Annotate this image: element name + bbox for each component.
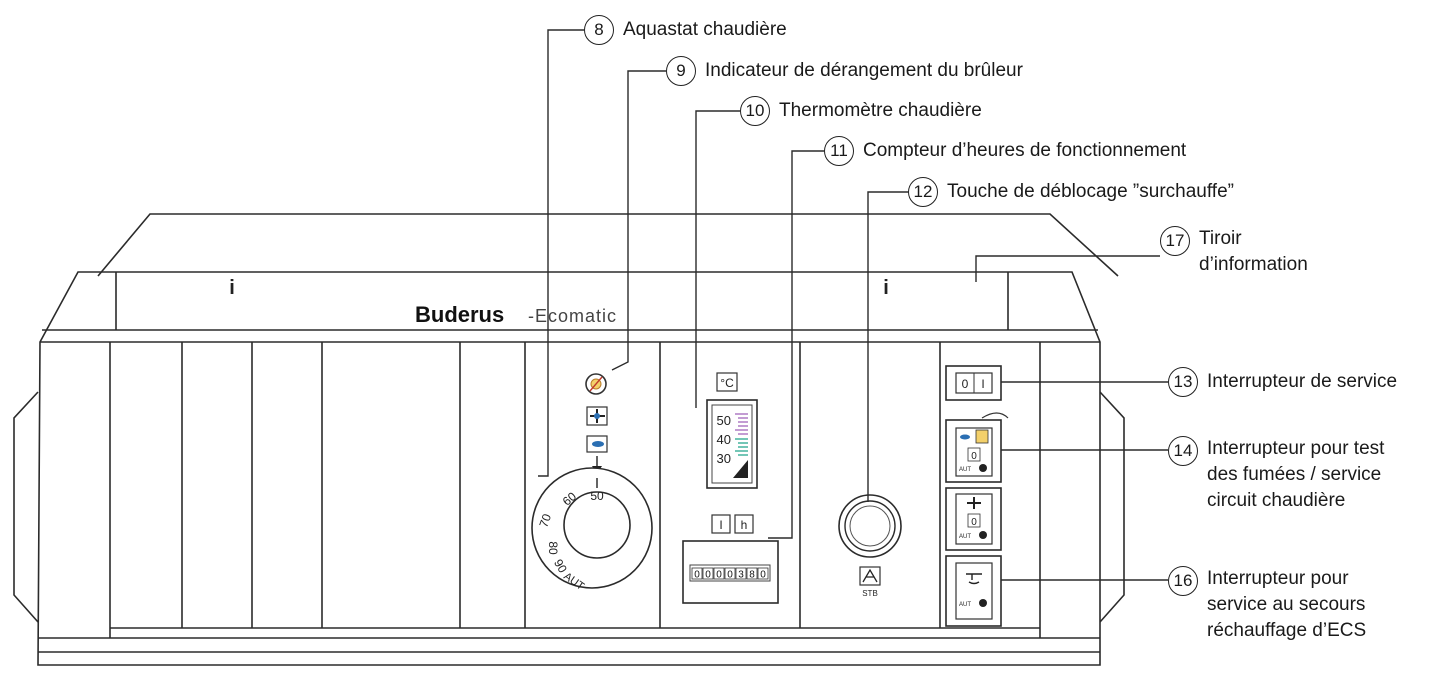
thermometer-tick-40: 40 [717, 432, 731, 447]
right-handle [1099, 391, 1125, 623]
top-lid [97, 213, 1119, 277]
callout-14: 14 Interrupteur pour test des fumées / s… [1168, 436, 1384, 514]
flue-gas-test-switch[interactable] [945, 419, 1002, 483]
dhw-emergency-switch[interactable] [945, 555, 1002, 627]
callout-14-line-2: des fumées / service [1207, 464, 1382, 485]
callout-8: 8 Aquastat chaudière [584, 15, 787, 45]
left-handle [13, 391, 39, 623]
callout-8-text: Aquastat chaudière [623, 19, 787, 40]
burner-fault-indicator [585, 373, 607, 395]
thermometer-tick-50: 50 [717, 413, 731, 428]
callout-12: 12 Touche de déblocage ”surchauffe” [908, 177, 1234, 207]
callout-17-number: 17 [1160, 226, 1190, 256]
info-icon-left[interactable]: i [229, 277, 235, 299]
thermometer-unit: °C [720, 376, 734, 390]
burner-icon [586, 406, 608, 426]
callout-11-number: 11 [824, 136, 854, 166]
dial-label-80: 80 [546, 541, 560, 555]
counter-digit-box [746, 567, 758, 580]
callout-14-line-3: circuit chaudière [1207, 490, 1346, 511]
counter-label-h: h [741, 518, 748, 532]
leader-lines [538, 29, 1168, 581]
counter-digit-box [691, 567, 703, 580]
callout-8-number: 8 [584, 15, 614, 45]
callout-16-line-2: service au secours [1207, 594, 1366, 615]
callout-16-number: 16 [1168, 566, 1198, 596]
callout-17-line-1: Tiroir [1199, 228, 1242, 249]
counter-digit: 3 [738, 570, 744, 581]
callout-10-number: 10 [740, 96, 770, 126]
boiler-thermometer [706, 372, 758, 489]
switch15-auto: AUT [959, 534, 971, 540]
dial-label-50: 50 [590, 489, 604, 503]
counter-digit-box [724, 567, 736, 580]
info-icon-right[interactable]: i [883, 277, 889, 299]
callout-17: 17 Tiroir d’information [1160, 226, 1308, 278]
overheat-reset-button[interactable] [838, 494, 902, 558]
dial-label-90: 90 [551, 557, 570, 576]
thermometer-tick-30: 30 [717, 451, 731, 466]
counter-digit-box [757, 567, 769, 580]
brand-name: Buderus [415, 302, 504, 327]
callout-16-line-3: réchauffage d’ECS [1207, 620, 1367, 641]
callout-13-text: Interrupteur de service [1207, 371, 1398, 392]
service-switch-on: I [981, 377, 984, 391]
switch14-center: 0 [971, 451, 977, 462]
callout-10-text: Thermomètre chaudière [779, 100, 982, 121]
switch14-auto: AUT [959, 467, 971, 473]
callout-9: 9 Indicateur de dérangement du brûleur [666, 56, 1023, 86]
counter-digit: 0 [760, 570, 766, 581]
callout-14-line-1: Interrupteur pour test [1207, 438, 1385, 459]
callout-14-number: 14 [1168, 436, 1198, 466]
counter-digit: 0 [694, 570, 700, 581]
callout-10: 10 Thermomètre chaudière [740, 96, 982, 126]
callout-9-text: Indicateur de dérangement du brûleur [705, 60, 1023, 81]
counter-digit-box [713, 567, 725, 580]
counter-digit: 0 [727, 570, 733, 581]
counter-digit: 8 [749, 570, 755, 581]
callout-12-number: 12 [908, 177, 938, 207]
brand-suffix: -Ecomatic [528, 306, 617, 326]
switch16-auto: AUT [959, 602, 971, 608]
callout-16-line-1: Interrupteur pour [1207, 568, 1349, 589]
callout-13-number: 13 [1168, 367, 1198, 397]
counter-label-i: I [719, 518, 722, 532]
counter-digit: 0 [705, 570, 711, 581]
callout-12-text: Touche de déblocage ”surchauffe” [947, 181, 1234, 202]
stb-label: STB [862, 589, 878, 598]
callout-16: 16 Interrupteur pour service au secours … [1168, 566, 1366, 644]
callout-9-number: 9 [666, 56, 696, 86]
aquastat-dial[interactable] [531, 467, 653, 589]
dial-label-70: 70 [536, 512, 554, 530]
callout-11-text: Compteur d’heures de fonctionnement [863, 140, 1187, 161]
flame-icon [586, 435, 608, 453]
counter-digit-box [735, 567, 747, 580]
callout-13: 13 Interrupteur de service [1168, 367, 1397, 397]
service-switch[interactable] [945, 365, 1002, 401]
stb-icon [859, 566, 881, 586]
hour-counter [682, 514, 779, 604]
switch15-center: 0 [971, 517, 977, 528]
boiler-circuit-switch[interactable] [945, 487, 1002, 551]
service-switch-off: 0 [962, 377, 969, 391]
counter-digit-box [702, 567, 714, 580]
callout-17-line-2: d’information [1199, 254, 1308, 275]
counter-digit: 0 [716, 570, 722, 581]
callout-11: 11 Compteur d’heures de fonctionnement [824, 136, 1186, 166]
